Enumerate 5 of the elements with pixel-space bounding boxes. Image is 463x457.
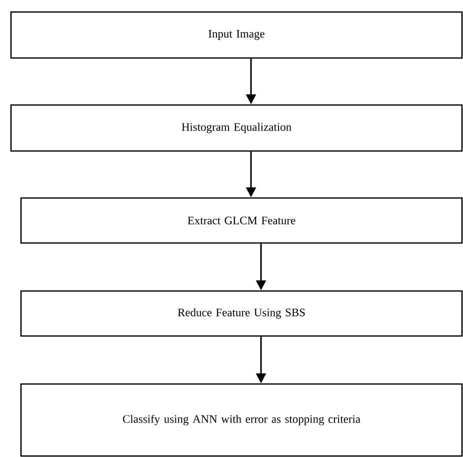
process-box: Input Image bbox=[10, 11, 463, 59]
process-box: Classify using ANN with error as stopping criteria bbox=[20, 383, 463, 457]
process-box: Reduce Feature Using SBS bbox=[20, 290, 463, 337]
process-box: Histogram Equalization bbox=[10, 104, 463, 152]
process-box: Extract GLCM Feature bbox=[20, 197, 463, 244]
